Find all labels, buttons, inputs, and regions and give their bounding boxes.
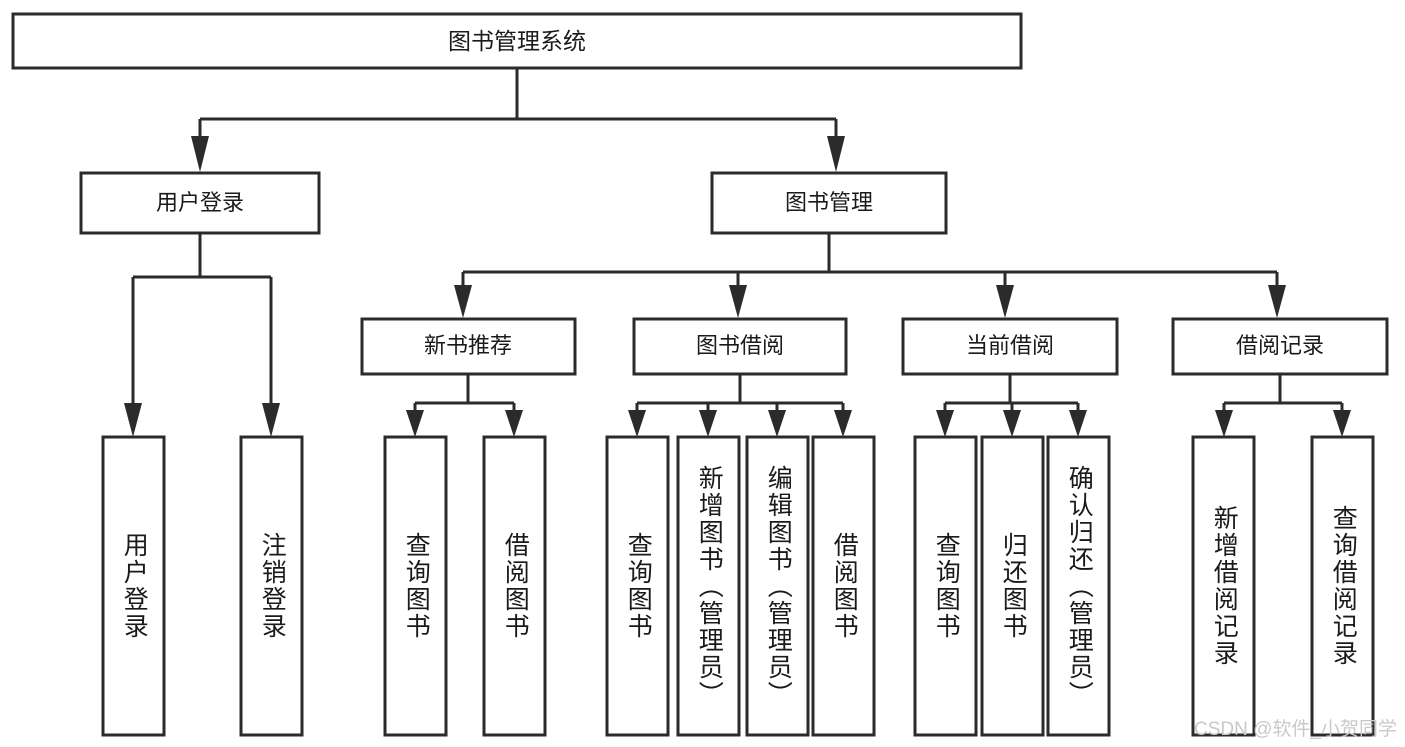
- leaf-query-book-1[interactable]: [383, 435, 448, 737]
- leaf-query-book-2[interactable]: [605, 435, 670, 737]
- node-book-borrow[interactable]: 图书借阅: [632, 317, 848, 376]
- connector-layer: [124, 68, 1351, 437]
- node-user-login-box[interactable]: [79, 171, 321, 235]
- arrowhead-book-manage: [827, 136, 845, 172]
- leaf-user-login[interactable]: [101, 435, 166, 737]
- arrowhead-leaf-return-book: [1003, 410, 1021, 437]
- arrowhead-leaf-query-book-2: [628, 410, 646, 437]
- arrowhead-current-borrow: [996, 285, 1014, 318]
- node-borrow-record[interactable]: 借阅记录: [1171, 317, 1389, 376]
- node-current-borrow-box[interactable]: [901, 317, 1119, 376]
- leaf-confirm-return[interactable]: [1046, 435, 1111, 737]
- leaf-borrow-book-1[interactable]: [482, 435, 547, 737]
- leaf-return-book-box[interactable]: [980, 435, 1045, 737]
- node-borrow-record-label: 借阅记录: [1236, 333, 1324, 358]
- node-book-manage-label: 图书管理: [785, 190, 873, 215]
- leaf-confirm-return-box[interactable]: [1046, 435, 1111, 737]
- watermark-text: CSDN @软件_小贺同学: [1194, 719, 1397, 740]
- arrowhead-leaf-query-book-3: [936, 410, 954, 437]
- arrowhead-leaf-query-book-1: [406, 410, 424, 437]
- leaf-edit-book[interactable]: [745, 435, 810, 737]
- leaf-query-book-2-box[interactable]: [605, 435, 670, 737]
- leaf-add-book-box[interactable]: [676, 435, 741, 737]
- arrowhead-book-borrow: [729, 285, 747, 318]
- leaf-logout-login[interactable]: [239, 435, 304, 737]
- arrowhead-leaf-edit-book: [768, 410, 786, 437]
- arrowhead-leaf-add-book: [699, 410, 717, 437]
- node-new-book-recommend-box[interactable]: [360, 317, 577, 376]
- leaf-add-record[interactable]: [1191, 435, 1256, 737]
- leaf-user-login-box[interactable]: [101, 435, 166, 737]
- arrowhead-leaf-user-login: [124, 403, 142, 437]
- node-book-borrow-label: 图书借阅: [696, 333, 784, 358]
- node-new-book-recommend[interactable]: 新书推荐: [360, 317, 577, 376]
- arrowhead-new-book-recommend: [454, 285, 472, 318]
- leaf-edit-book-box[interactable]: [745, 435, 810, 737]
- arrowhead-leaf-add-record: [1215, 410, 1233, 437]
- node-book-borrow-box[interactable]: [632, 317, 848, 376]
- node-user-login[interactable]: 用户登录: [79, 171, 321, 235]
- leaf-borrow-book-2-box[interactable]: [811, 435, 876, 737]
- node-book-manage-box[interactable]: [710, 171, 948, 235]
- leaf-add-book[interactable]: [676, 435, 741, 737]
- leaf-query-record-box[interactable]: [1310, 435, 1375, 737]
- node-new-book-recommend-label: 新书推荐: [424, 333, 512, 358]
- leaf-logout-login-box[interactable]: [239, 435, 304, 737]
- leaf-query-book-1-box[interactable]: [383, 435, 448, 737]
- arrowhead-leaf-borrow-book-1: [505, 410, 523, 437]
- leaf-query-record[interactable]: [1310, 435, 1375, 737]
- arrowhead-leaf-confirm-return: [1069, 410, 1087, 437]
- leaf-borrow-book-1-box[interactable]: [482, 435, 547, 737]
- leaf-query-book-3-box[interactable]: [913, 435, 978, 737]
- arrowhead-borrow-record: [1268, 285, 1286, 318]
- node-root-box[interactable]: [11, 12, 1023, 70]
- arrowhead-leaf-borrow-book-2: [834, 410, 852, 437]
- leaf-query-book-3[interactable]: [913, 435, 978, 737]
- leaf-return-book[interactable]: [980, 435, 1045, 737]
- leaf-borrow-book-2[interactable]: [811, 435, 876, 737]
- node-borrow-record-box[interactable]: [1171, 317, 1389, 376]
- node-current-borrow-label: 当前借阅: [966, 333, 1054, 358]
- node-book-manage[interactable]: 图书管理: [710, 171, 948, 235]
- arrowhead-leaf-query-record: [1333, 410, 1351, 437]
- arrowhead-user-login: [191, 136, 209, 172]
- leaf-add-record-box[interactable]: [1191, 435, 1256, 737]
- node-root-label: 图书管理系统: [448, 28, 586, 54]
- node-user-login-label: 用户登录: [156, 190, 244, 215]
- node-current-borrow[interactable]: 当前借阅: [901, 317, 1119, 376]
- node-root[interactable]: 图书管理系统: [11, 12, 1023, 70]
- arrowhead-leaf-logout-login: [262, 403, 280, 437]
